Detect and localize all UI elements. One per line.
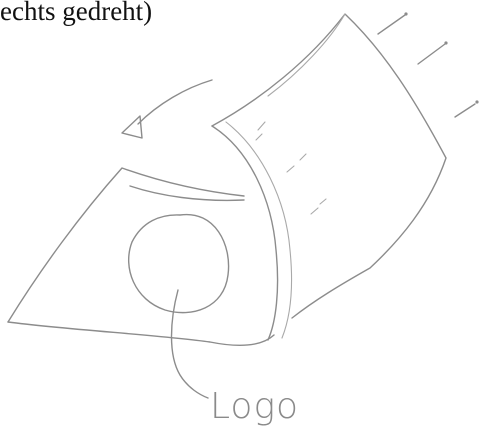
- motion-lines: [378, 12, 479, 117]
- curved-arrow-icon: [122, 80, 212, 138]
- logo-circle: [129, 215, 229, 313]
- logo-label: Logo: [210, 386, 299, 427]
- back-panel: [212, 14, 446, 318]
- front-piece: [8, 122, 292, 345]
- logo-leader-line: [172, 290, 209, 398]
